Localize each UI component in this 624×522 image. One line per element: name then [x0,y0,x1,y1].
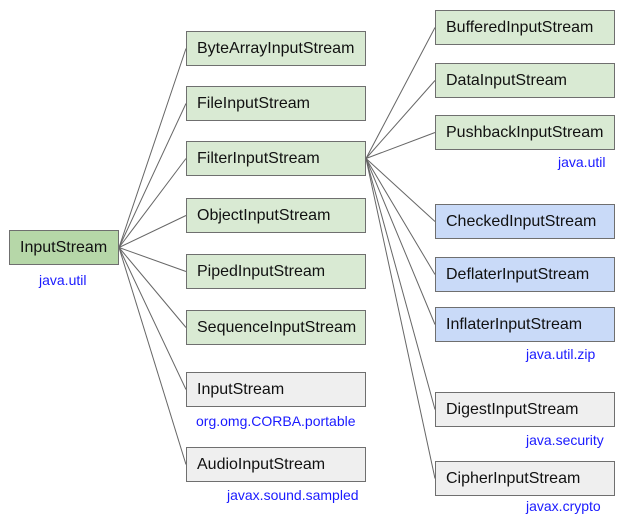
node-deflaterinputstream: DeflaterInputStream [435,257,615,292]
node-corba-inputstream: InputStream [186,372,366,407]
node-label: DataInputStream [446,71,567,89]
node-label: CipherInputStream [446,469,581,487]
edge-filter-to-level2-3 [365,158,436,222]
edge-filter-to-level2-2 [365,132,436,159]
node-label: ByteArrayInputStream [197,39,355,57]
edge-root-to-level1-2 [118,158,187,248]
node-label: FilterInputStream [197,149,320,167]
node-label: BufferedInputStream [446,18,594,36]
package-label-corba: org.omg.CORBA.portable [196,413,356,429]
node-label: DigestInputStream [446,400,579,418]
edge-filter-to-level2-1 [365,80,436,159]
node-audioinputstream: AudioInputStream [186,447,366,482]
package-label-zip: java.util.zip [526,346,596,362]
node-checkedinputstream: CheckedInputStream [435,204,615,239]
edge-root-to-level1-3 [118,215,187,248]
node-label: InflaterInputStream [446,315,583,333]
edge-filter-to-level2-0 [365,27,436,159]
edge-root-to-level1-7 [118,247,187,465]
node-filterinputstream: FilterInputStream [186,141,366,176]
node-sequenceinputstream: SequenceInputStream [186,310,366,345]
node-bufferedinputstream: BufferedInputStream [435,10,615,45]
node-bytearrayinputstream: ByteArrayInputStream [186,31,366,66]
package-label-pushback: java.util [558,154,606,170]
edge-filter-to-level2-7 [365,158,436,479]
node-pushbackinputstream: PushbackInputStream [435,115,615,150]
node-datainputstream: DataInputStream [435,63,615,98]
package-label-crypto: javax.crypto [526,498,601,514]
node-inflaterinputstream: InflaterInputStream [435,307,615,342]
edge-root-to-level1-0 [118,48,187,248]
node-label: AudioInputStream [197,455,326,473]
node-fileinputstream: FileInputStream [186,86,366,121]
node-label: PipedInputStream [197,262,326,280]
node-label: SequenceInputStream [197,318,357,336]
node-label: InputStream [197,380,285,398]
edge-filter-to-level2-6 [365,158,436,410]
node-cipherinputstream: CipherInputStream [435,461,615,496]
edge-root-to-level1-5 [118,247,187,328]
node-pipedinputstream: PipedInputStream [186,254,366,289]
package-label-security: java.security [526,432,604,448]
node-label: CheckedInputStream [446,212,597,230]
edge-root-to-level1-6 [118,247,187,390]
edge-root-to-level1-1 [118,103,187,248]
node-root-inputstream: InputStream [9,230,119,265]
edge-filter-to-level2-5 [365,158,436,325]
node-label: DeflaterInputStream [446,265,590,283]
node-objectinputstream: ObjectInputStream [186,198,366,233]
node-label: PushbackInputStream [446,123,604,141]
node-label: InputStream [20,238,108,256]
package-label-audio: javax.sound.sampled [227,487,359,503]
node-label: FileInputStream [197,94,310,112]
package-label-root: java.util [39,272,87,288]
node-label: ObjectInputStream [197,206,331,224]
edge-filter-to-level2-4 [365,158,436,275]
node-digestinputstream: DigestInputStream [435,392,615,427]
edge-root-to-level1-4 [118,247,187,272]
